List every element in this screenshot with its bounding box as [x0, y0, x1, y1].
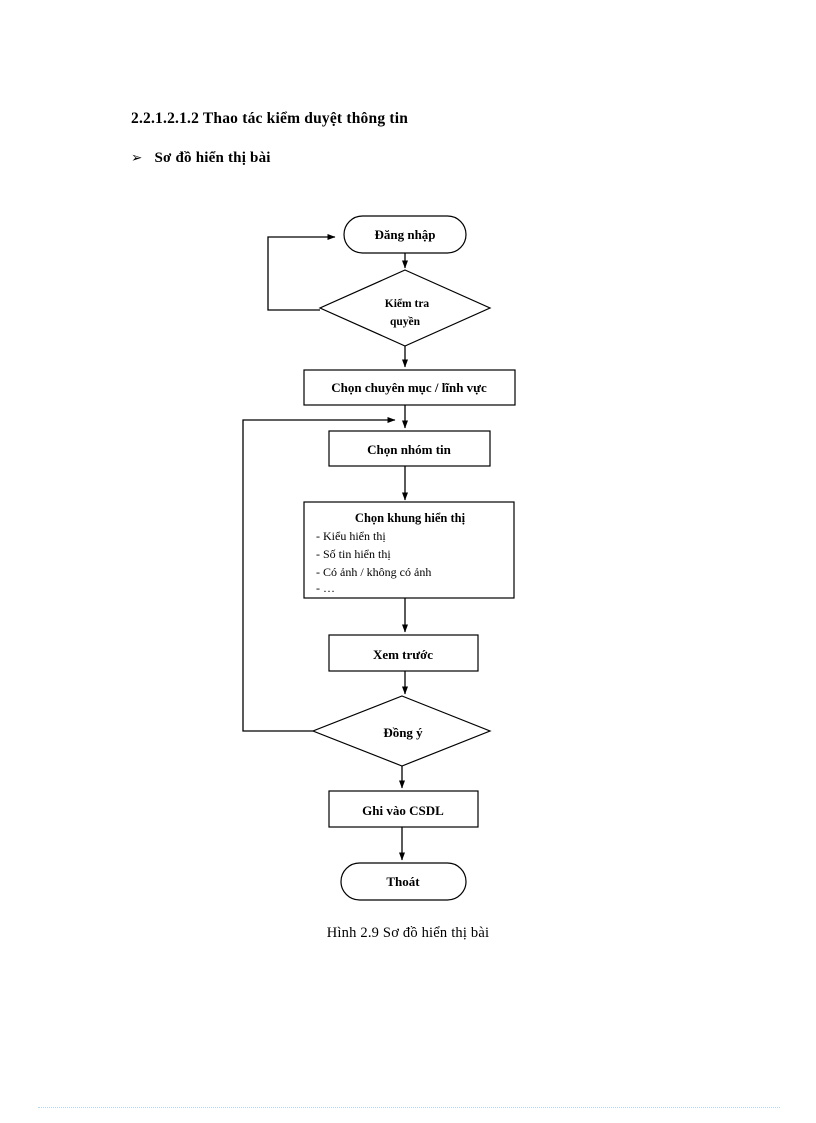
- node-frame-item-0: - Kiểu hiển thị: [316, 529, 386, 543]
- node-frame-item-3: - …: [316, 581, 335, 595]
- node-frame-label: Chọn khung hiển thị: [355, 511, 466, 525]
- node-save-shape: [328, 790, 479, 828]
- figure-caption: Hình 2.9 Sơ đồ hiển thị bài: [326, 925, 490, 941]
- flowchart-canvas: Đăng nhập Kiểm tra quyền Chọn chuyên mục…: [242, 215, 516, 901]
- edge-check-loop-to-start: [267, 233, 336, 311]
- node-check-label-line2: quyền: [390, 315, 421, 328]
- sub-heading-label: Sơ đồ hiển thị bài: [154, 149, 271, 166]
- node-select-category[interactable]: Chọn chuyên mục / lĩnh vực: [303, 369, 516, 406]
- node-exit[interactable]: Thoát: [340, 862, 467, 901]
- node-agree-shape: [311, 695, 492, 767]
- page-title: 2.2.1.2.1.2 Thao tác kiểm duyệt thông ti…: [131, 110, 409, 127]
- node-exit-shape: [340, 862, 467, 901]
- node-save-to-database[interactable]: Ghi vào CSDL: [328, 790, 479, 828]
- node-start-shape: [343, 215, 467, 254]
- node-preview-label: Xem trước: [373, 647, 433, 662]
- node-preview[interactable]: Xem trước: [328, 634, 479, 672]
- node-newsgroup-label: Chọn nhóm tin: [367, 442, 452, 457]
- node-preview-shape: [328, 634, 479, 672]
- node-select-display-frame[interactable]: Chọn khung hiển thị - Kiểu hiển thị - Số…: [303, 501, 515, 599]
- node-frame-item-1: - Số tin hiển thị: [316, 547, 391, 561]
- node-select-newsgroup[interactable]: Chọn nhóm tin: [328, 430, 491, 467]
- footer-divider: [38, 1107, 780, 1108]
- sub-heading-row: ➢ Sơ đồ hiển thị bài: [131, 150, 691, 167]
- node-category-shape: [303, 369, 516, 406]
- node-exit-label: Thoát: [386, 874, 420, 889]
- node-start-label: Đăng nhập: [374, 227, 435, 242]
- node-check-shape: [318, 269, 492, 347]
- arrow-bullet-icon: ➢: [131, 149, 143, 166]
- node-frame-item-2: - Có ảnh / không có ảnh: [316, 565, 431, 579]
- node-start[interactable]: Đăng nhập: [343, 215, 467, 254]
- node-agree-label: Đồng ý: [383, 725, 423, 740]
- node-check-label-line1: Kiểm tra: [385, 297, 430, 310]
- node-save-label: Ghi vào CSDL: [362, 803, 444, 818]
- flowchart: Đăng nhập Kiểm tra quyền Chọn chuyên mục…: [242, 215, 516, 901]
- edge-agree-loop-to-newsgroup: [242, 416, 396, 732]
- node-newsgroup-shape: [328, 430, 491, 467]
- node-category-label: Chọn chuyên mục / lĩnh vực: [331, 380, 487, 395]
- node-agree[interactable]: Đồng ý: [311, 695, 492, 767]
- heading-block: 2.2.1.2.1.2 Thao tác kiểm duyệt thông ti…: [131, 110, 691, 167]
- node-check-permission[interactable]: Kiểm tra quyền: [318, 269, 492, 347]
- node-frame-shape: [303, 501, 515, 599]
